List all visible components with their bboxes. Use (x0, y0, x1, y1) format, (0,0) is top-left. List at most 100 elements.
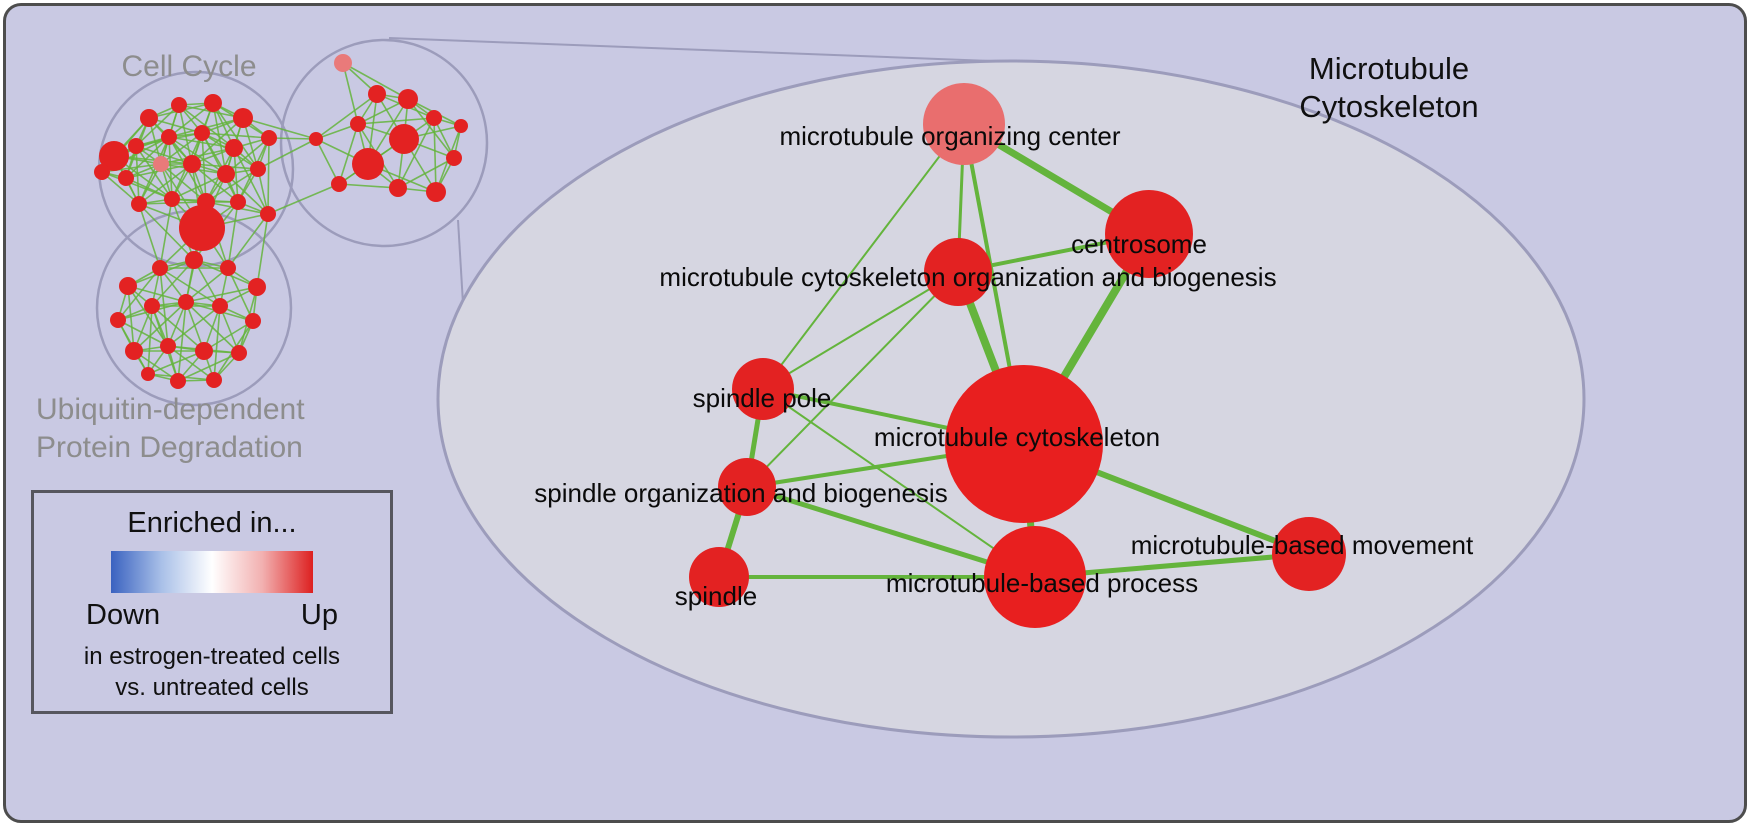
minimap-edge (233, 147, 239, 203)
minimap-edge (125, 136, 170, 179)
minimap-node (161, 129, 177, 145)
minimap-node (94, 164, 110, 180)
minimap-node (170, 373, 186, 389)
minimap-edge (117, 319, 169, 347)
node-label-sob: spindle organization and biogenesis (534, 478, 947, 508)
minimap-edge (138, 136, 170, 205)
minimap-node (194, 125, 210, 141)
node-mbp (984, 526, 1086, 628)
minimap-node (368, 85, 386, 103)
minimap-edge (315, 93, 378, 140)
minimap-edge (167, 305, 221, 347)
node-mtcob (924, 238, 992, 306)
minimap-node (164, 191, 180, 207)
zoom-guide-line (388, 37, 1019, 63)
legend-box: Enriched in... Down Up in estrogen-treat… (31, 490, 393, 714)
minimap-edge (191, 163, 239, 203)
minimap-edge (267, 137, 270, 215)
node-label-mtc: microtubule cytoskeleton (874, 422, 1160, 452)
minimap-node (206, 372, 222, 388)
minimap-edge (151, 259, 195, 307)
minimap-edge (205, 168, 259, 203)
minimap-edge (127, 285, 187, 303)
minimap-edge (267, 183, 340, 215)
minimap-node (446, 150, 462, 166)
node-mbm (1272, 517, 1346, 591)
minimap-edge (185, 286, 258, 303)
minimap-edge (160, 132, 203, 165)
minimap-node (426, 182, 446, 202)
legend-note-line1: in estrogen-treated cells (83, 643, 341, 670)
minimap-edge (342, 62, 359, 125)
minimap-edge (168, 102, 214, 138)
minimap-edge (171, 173, 227, 200)
edge-mtcob-sob (746, 271, 959, 488)
node-label-mbp: microtubule-based process (886, 568, 1198, 598)
minimap-node (178, 294, 194, 310)
minimap-node (260, 206, 276, 222)
minimap-node (195, 342, 213, 360)
minimap-edge (242, 117, 317, 140)
minimap-edge (160, 147, 235, 165)
minimap-node (110, 312, 126, 328)
minimap-node (160, 338, 176, 354)
edge-mtcob-spindle_pole (762, 271, 959, 390)
minimap-edge (201, 132, 270, 139)
minimap-edge (135, 104, 180, 147)
minimap-node (141, 367, 155, 381)
minimap-edge (227, 201, 239, 269)
minimap-node (231, 345, 247, 361)
node-spindle_pole (732, 358, 794, 420)
minimap-node (245, 313, 261, 329)
minimap-node (398, 89, 418, 109)
minimap-node (152, 260, 168, 276)
minimap-edge (147, 350, 205, 375)
node-label-spindle_pole: spindle pole (693, 383, 832, 413)
minimap-node (350, 116, 366, 132)
minimap-edge (225, 137, 270, 175)
minimap-node (128, 138, 144, 154)
minimap-node (220, 260, 236, 276)
minimap-node (230, 194, 246, 210)
node-moc (923, 83, 1005, 165)
minimap-edge (397, 157, 455, 189)
cluster-label-microtubule-line1: Microtubule (1308, 51, 1470, 86)
node-label-spindle: spindle (675, 581, 757, 611)
cluster-label-ubiquitin-line2: Protein Degradation (36, 431, 303, 464)
minimap-node (389, 124, 419, 154)
minimap-cluster-circle-1 (279, 38, 489, 248)
minimap-node (144, 298, 160, 314)
minimap-node (125, 342, 143, 360)
minimap-node (171, 97, 187, 113)
minimap-edge (167, 345, 215, 381)
minimap-edge (219, 305, 240, 354)
cluster-label-ubiquitin: Ubiquitin-dependent Protein Degradation (36, 391, 305, 467)
minimap-node (140, 109, 158, 127)
legend-down-label: Down (86, 599, 161, 631)
node-centrosome (1105, 190, 1193, 278)
minimap-edge (256, 213, 269, 288)
minimap-edge (159, 267, 221, 307)
minimap-edge (227, 267, 254, 322)
minimap-edge (407, 98, 455, 159)
minimap-node (233, 108, 253, 128)
minimap-node (331, 176, 347, 192)
minimap-node (99, 141, 129, 171)
minimap-node (131, 196, 147, 212)
minimap-edge (133, 301, 187, 352)
minimap-node (118, 170, 134, 186)
node-label-centrosome: centrosome (1071, 229, 1207, 259)
minimap-node (204, 94, 222, 112)
minimap-node (119, 277, 137, 295)
minimap-edge (357, 117, 435, 125)
minimap-edge (177, 352, 240, 382)
edge-moc-spindle_pole (762, 123, 965, 390)
minimap-edge (138, 203, 161, 269)
minimap-edge (315, 138, 340, 185)
minimap-edge (101, 171, 140, 205)
minimap-edge (160, 163, 207, 203)
edge-spindle_pole-mbp (762, 388, 1036, 578)
node-label-mbm: microtubule-based movement (1131, 530, 1474, 560)
cluster-label-microtubule-line2: Cytoskeleton (1299, 89, 1479, 124)
minimap-edge (338, 183, 399, 189)
